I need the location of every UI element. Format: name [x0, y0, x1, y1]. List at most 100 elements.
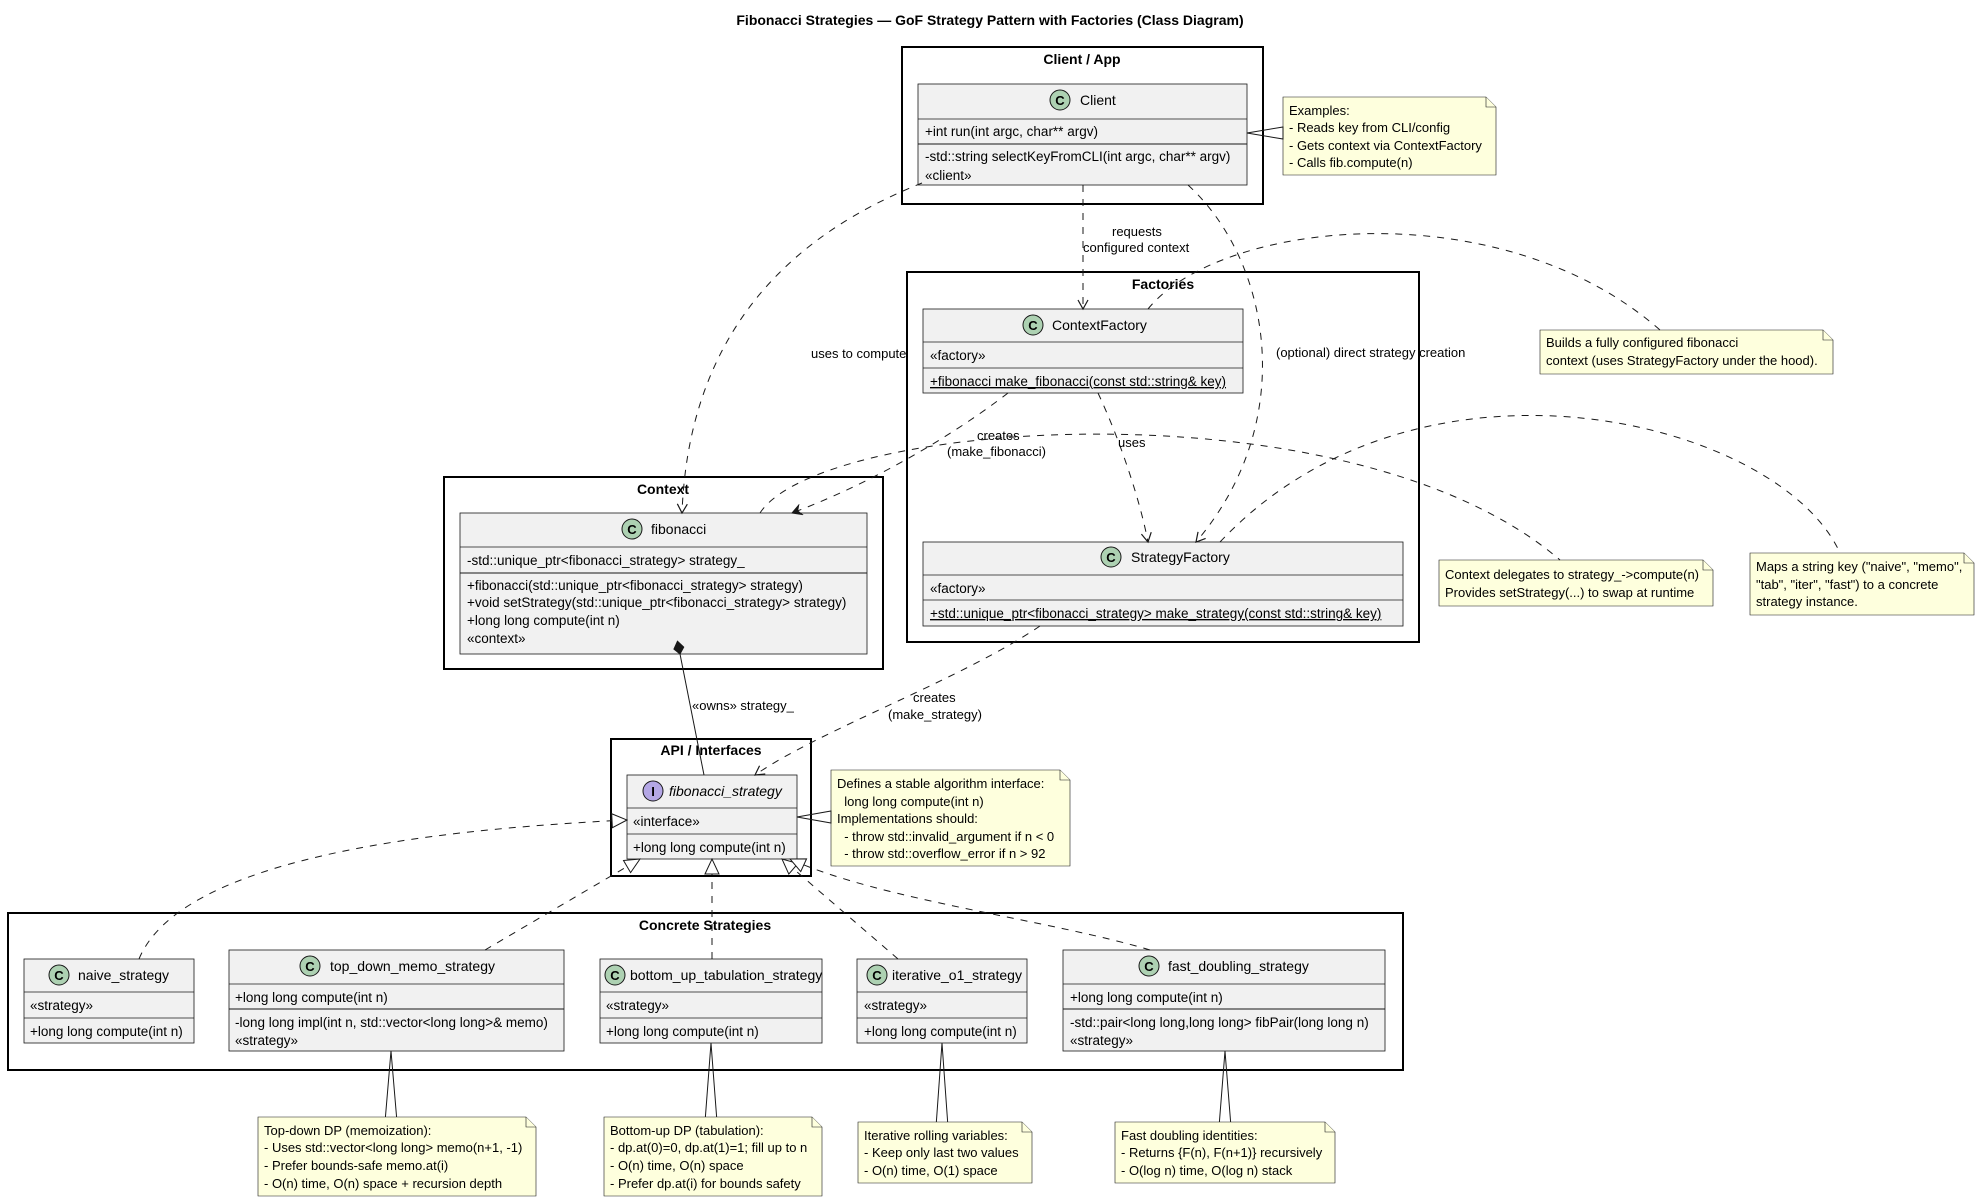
class-member: -std::string selectKeyFromCLI(int argc, …	[925, 149, 1230, 164]
class-member: +fibonacci(std::unique_ptr<fibonacci_str…	[467, 578, 803, 593]
class-name: Client	[1080, 92, 1116, 108]
note-fast-doubling: Fast doubling identities: - Returns {F(n…	[1114, 1050, 1336, 1184]
note-line: - O(log n) time, O(log n) stack	[1121, 1163, 1293, 1178]
class-c-icon	[299, 955, 321, 977]
class-member: «strategy»	[606, 998, 669, 1013]
note-line: - O(n) time, O(n) space	[610, 1158, 744, 1173]
edge-label: configured context	[1083, 240, 1190, 255]
edge-creates-fibonacci	[792, 392, 1009, 513]
class-member: «client»	[925, 168, 972, 183]
edge-uses	[1097, 392, 1152, 544]
package-context: Context	[443, 476, 884, 670]
note-line: Maps a string key ("naive", "memo",	[1756, 559, 1962, 574]
class-name: fibonacci	[651, 521, 706, 537]
note-line: - Keep only last two values	[864, 1145, 1019, 1160]
package-concrete-strategies: Concrete Strategies	[7, 912, 1404, 1071]
class-member: «factory»	[930, 581, 986, 596]
class-c-icon	[1100, 546, 1122, 568]
note-line: - Reads key from CLI/config	[1289, 120, 1450, 135]
class-c-icon	[1138, 955, 1160, 977]
edge-optional-direct	[1187, 184, 1263, 543]
note-line: - Returns {F(n), F(n+1)} recursively	[1121, 1145, 1323, 1160]
note-line: Fast doubling identities:	[1121, 1128, 1258, 1143]
note-strategy-factory: Maps a string key ("naive", "memo", "tab…	[1749, 552, 1975, 616]
note-line: - O(n) time, O(n) space + recursion dept…	[264, 1176, 502, 1191]
edge-label: (optional) direct strategy creation	[1276, 345, 1465, 360]
note-line: context (uses StrategyFactory under the …	[1546, 353, 1818, 368]
note-line: - throw std::invalid_argument if n < 0	[837, 829, 1054, 844]
edge-realizes-naive	[138, 812, 629, 960]
class-member: «strategy»	[235, 1033, 298, 1048]
class-c-icon	[866, 964, 888, 986]
class-c-icon	[48, 964, 70, 986]
class-member: «context»	[467, 631, 526, 646]
class-member: +std::unique_ptr<fibonacci_strategy> mak…	[930, 606, 1381, 621]
note-fibonacci-context: Context delegates to strategy_->compute(…	[1438, 559, 1714, 607]
note-line: - Prefer dp.at(i) for bounds safety	[610, 1176, 801, 1191]
interface-i-icon	[642, 780, 664, 802]
edge-realizes-top-down	[484, 858, 642, 951]
class-member: +long long compute(int n)	[1070, 990, 1223, 1005]
note-top-down: Top-down DP (memoization): - Uses std::v…	[257, 1050, 537, 1197]
class-name: fast_doubling_strategy	[1168, 958, 1309, 974]
edge-label: (make_fibonacci)	[947, 444, 1046, 459]
class-member: -std::pair<long long,long long> fibPair(…	[1070, 1015, 1369, 1030]
class-c-icon	[1022, 314, 1044, 336]
package-factories: Factories	[906, 271, 1420, 643]
note-client: Examples: - Reads key from CLI/config - …	[1246, 96, 1497, 176]
note-line: Defines a stable algorithm interface:	[837, 776, 1044, 791]
class-name: fibonacci_strategy	[669, 783, 783, 799]
class-member: +int run(int argc, char** argv)	[925, 124, 1098, 139]
class-bottom-up-tabulation-strategy: C bottom_up_tabulation_strategy «strateg…	[599, 958, 823, 1044]
edge-label: creates	[913, 690, 956, 705]
note-line: - throw std::overflow_error if n > 92	[837, 846, 1045, 861]
class-member: +fibonacci make_fibonacci(const std::str…	[930, 374, 1226, 389]
note-line: - Calls fib.compute(n)	[1289, 155, 1413, 170]
class-iterative-o1-strategy: C iterative_o1_strategy «strategy» +long…	[856, 958, 1028, 1044]
note-connector-context-factory	[1147, 233, 1661, 331]
note-line: Examples:	[1289, 103, 1350, 118]
class-member: +long long compute(int n)	[606, 1024, 759, 1039]
class-c-glyph: C	[1106, 550, 1116, 565]
edge-owns-strategy	[673, 640, 705, 776]
note-iterative: Iterative rolling variables: - Keep only…	[857, 1042, 1033, 1184]
note-line: - Uses std::vector<long long> memo(n+1, …	[264, 1140, 522, 1155]
interface-i-glyph: I	[651, 784, 655, 799]
class-fibonacci: C fibonacci -std::unique_ptr<fibonacci_s…	[459, 512, 868, 655]
class-fast-doubling-strategy: C fast_doubling_strategy +long long comp…	[1062, 949, 1386, 1052]
class-name: naive_strategy	[78, 967, 169, 983]
class-name: bottom_up_tabulation_strategy	[630, 967, 822, 983]
class-member: +long long compute(int n)	[633, 840, 786, 855]
note-line: strategy instance.	[1756, 594, 1858, 609]
class-c-glyph: C	[627, 522, 637, 537]
class-name: top_down_memo_strategy	[330, 958, 495, 974]
package-title: API / Interfaces	[660, 742, 761, 758]
class-member: +void setStrategy(std::unique_ptr<fibona…	[467, 595, 846, 610]
class-name: iterative_o1_strategy	[892, 967, 1022, 983]
note-line: "tab", "iter", "fast") to a concrete	[1756, 577, 1938, 592]
class-member: «strategy»	[30, 998, 93, 1013]
edge-label: creates	[977, 428, 1020, 443]
note-line: Top-down DP (memoization):	[264, 1123, 431, 1138]
note-context-factory: Builds a fully configured fibonacci cont…	[1539, 329, 1834, 375]
class-member: «factory»	[930, 348, 986, 363]
class-c-glyph: C	[1055, 93, 1065, 108]
note-bottom-up: Bottom-up DP (tabulation): - dp.at(0)=0,…	[603, 1042, 823, 1197]
class-member: +long long compute(int n)	[30, 1024, 183, 1039]
class-c-glyph: C	[1144, 959, 1154, 974]
package-title: Factories	[1132, 276, 1194, 292]
class-naive-strategy: C naive_strategy «strategy» +long long c…	[23, 958, 195, 1044]
note-interface: Defines a stable algorithm interface: lo…	[796, 769, 1071, 867]
edge-realizes-fast-doubling	[788, 858, 1151, 951]
class-c-glyph: C	[872, 968, 882, 983]
note-connector-fibonacci	[759, 433, 1561, 561]
class-member: «interface»	[633, 814, 700, 829]
class-member: -long long impl(int n, std::vector<long …	[235, 1015, 548, 1030]
class-c-glyph: C	[1028, 318, 1038, 333]
package-title: Concrete Strategies	[639, 917, 771, 933]
class-c-icon	[604, 964, 626, 986]
note-connector-strategy-factory	[1219, 415, 1841, 554]
edge-uses-to-compute	[676, 182, 923, 515]
class-name: StrategyFactory	[1131, 549, 1230, 565]
